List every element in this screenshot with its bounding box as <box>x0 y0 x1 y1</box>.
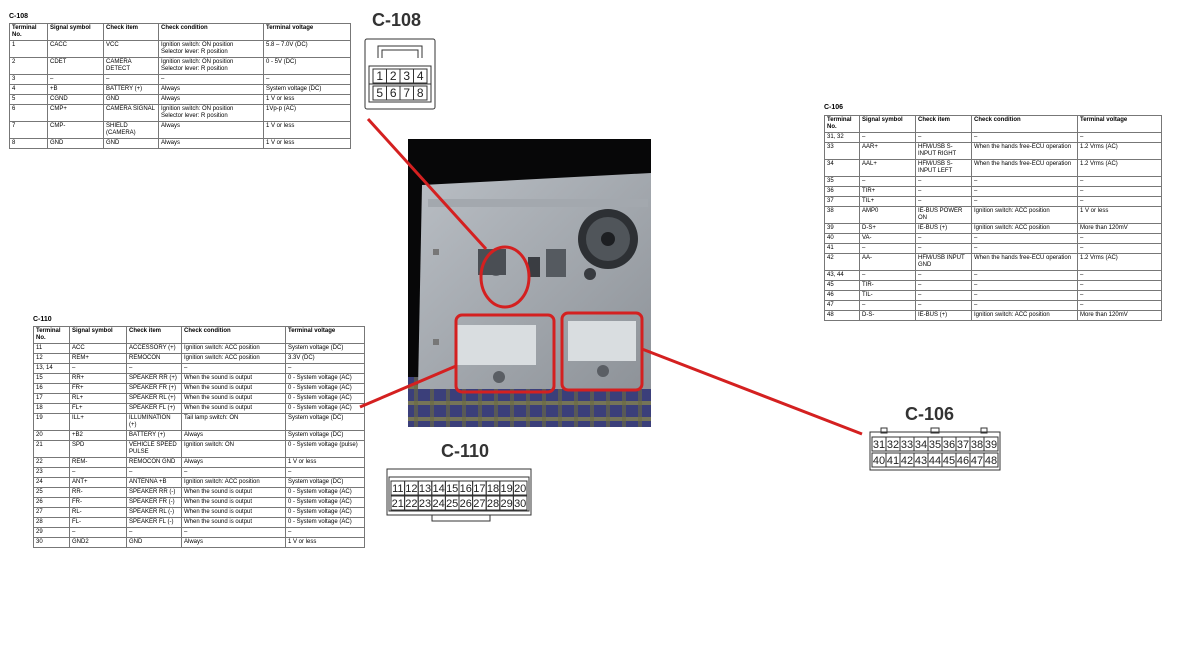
pin-number: 2 <box>390 69 397 83</box>
pin-number: 33 <box>901 439 913 451</box>
pin-number: 19 <box>500 483 512 495</box>
terminal-voltage-cell: More than 120mV <box>1077 310 1162 321</box>
pin-number: 3 <box>403 69 410 83</box>
pin-number: 1 <box>376 69 383 83</box>
callout-highlights <box>454 245 644 394</box>
pin-number: 46 <box>957 455 969 467</box>
head-unit-photo <box>408 139 651 427</box>
pin-number: 31 <box>873 439 885 451</box>
c110-table-title: C-110 <box>33 316 52 323</box>
pin-number: 35 <box>929 439 941 451</box>
pin-number: 4 <box>417 69 424 83</box>
c110-connector-label: C-110 <box>441 441 490 461</box>
pin-cell <box>983 436 999 452</box>
pin-number: 45 <box>943 455 955 467</box>
pin-number: 26 <box>460 498 472 510</box>
terminal-voltage-cell: 1 V or less <box>285 537 365 548</box>
pin-cell <box>983 452 999 468</box>
c106-table-title: C-106 <box>824 104 844 111</box>
pin-number: 14 <box>432 483 444 495</box>
pin-number: 16 <box>460 483 472 495</box>
c106-pin-table: Terminal No. Signal symbol Check item Ch… <box>824 115 1162 321</box>
pin-number: 48 <box>985 455 997 467</box>
pin-number: 42 <box>901 455 913 467</box>
pin-number: 36 <box>943 439 955 451</box>
c110-pin-table: Terminal No. Signal symbol Check item Ch… <box>33 326 365 548</box>
pin-number: 13 <box>419 483 431 495</box>
pin-number: 32 <box>887 439 899 451</box>
pin-number: 22 <box>405 498 417 510</box>
pin-cell <box>512 480 528 496</box>
pin-number: 12 <box>405 483 417 495</box>
check-condition-cell: Ignition switch: ON position Selector le… <box>158 104 264 122</box>
pin-number: 25 <box>446 498 458 510</box>
pin-number: 38 <box>971 439 983 451</box>
pin-number: 24 <box>432 498 444 510</box>
pin-number: 28 <box>487 498 499 510</box>
terminal-voltage-cell: 1 V or less <box>263 138 351 149</box>
pin-number: 6 <box>390 86 397 100</box>
pin-number: 47 <box>971 455 983 467</box>
pin-number: 8 <box>417 86 424 100</box>
c108-connector-label: C-108 <box>372 10 422 30</box>
pin-number: 43 <box>915 455 927 467</box>
pin-number: 5 <box>376 86 383 100</box>
pin-number: 18 <box>487 483 499 495</box>
pin-number: 39 <box>985 439 997 451</box>
pin-number: 20 <box>514 483 526 495</box>
check-item-cell: HFM/USB S-INPUT LEFT <box>915 159 972 177</box>
check-condition-cell: Ignition switch: ON position Selector le… <box>158 40 264 58</box>
pin-number: 27 <box>473 498 485 510</box>
pin-number: 7 <box>403 86 410 100</box>
pin-number: 44 <box>929 455 941 467</box>
pin-number: 17 <box>473 483 485 495</box>
pin-number: 41 <box>887 455 899 467</box>
terminal-voltage-cell: System voltage (DC) <box>285 413 365 431</box>
pin-number: 23 <box>419 498 431 510</box>
terminal-voltage-cell: 5.8 – 7.0V (DC) <box>263 40 351 58</box>
c106-connector-label: C-106 <box>905 404 955 424</box>
pin-number: 34 <box>915 439 927 451</box>
check-condition-cell: Ignition switch: ON position Selector le… <box>158 57 264 75</box>
pin-number: 37 <box>957 439 969 451</box>
pin-number: 30 <box>514 498 526 510</box>
pin-cell <box>413 68 428 84</box>
pin-cell <box>413 85 428 101</box>
c108-pin-table: Terminal No. Signal symbol Check item Ch… <box>9 23 351 149</box>
pin-number: 29 <box>500 498 512 510</box>
pin-number: 15 <box>446 483 458 495</box>
pin-cell <box>512 495 528 511</box>
pin-number: 11 <box>392 483 403 495</box>
c108-table-title: C-108 <box>9 13 29 20</box>
pin-number: 40 <box>873 455 885 467</box>
pin-number: 21 <box>392 498 404 510</box>
